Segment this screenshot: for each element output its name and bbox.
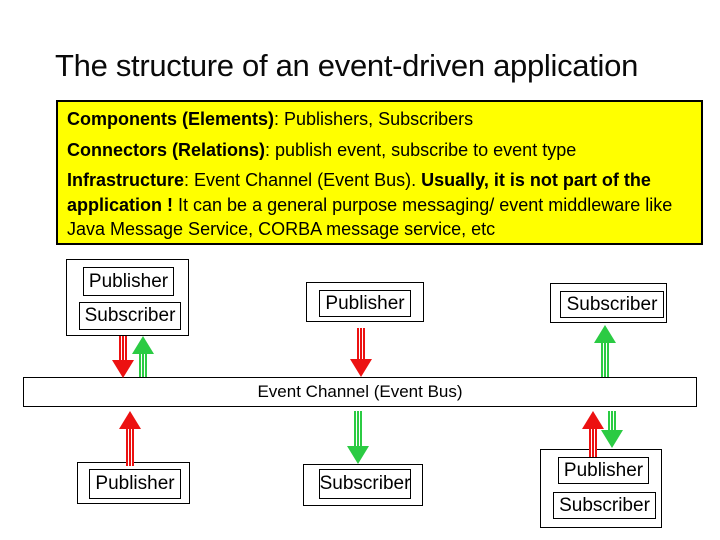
publisher-box: Publisher [89,469,181,499]
arrow-head-icon [594,325,616,343]
arrow-shaft [119,336,127,360]
infrastructure-description: : Event Channel (Event Bus). [184,170,422,190]
connectors-paragraph: Connectors (Relations): publish event, s… [67,138,692,163]
event-delivery-arrow-bottom-right [601,411,623,448]
arrow-head-icon [347,446,369,464]
infrastructure-paragraph: Infrastructure: Event Channel (Event Bus… [67,168,692,242]
component-group-bottom-left: Publisher [77,462,190,504]
arrow-shaft [139,354,147,377]
component-group-top-right: Subscriber [550,283,667,323]
components-description: : Publishers, Subscribers [274,109,474,129]
publish-event-arrow-bottom-left [119,411,141,466]
subscriber-box: Subscriber [319,469,411,499]
arrow-shaft [589,429,597,457]
publisher-box: Publisher [319,290,411,317]
event-delivery-arrow-top-left [132,336,154,377]
infrastructure-term: Infrastructure [67,170,185,190]
arrow-shaft [126,429,134,466]
publisher-box: Publisher [83,267,174,296]
publish-event-arrow-bottom-right [582,411,604,457]
component-group-bottom-right: Publisher Subscriber [540,449,662,528]
infrastructure-description-2: It can be a general purpose messaging/ e… [67,194,673,240]
page-title: The structure of an event-driven applica… [55,48,639,83]
arrow-head-icon [601,430,623,448]
subscriber-box: Subscriber [79,302,181,330]
publish-event-arrow-top-left [112,336,134,378]
publish-event-arrow-top-middle [350,328,372,377]
arrow-head-icon [112,360,134,378]
component-group-top-middle: Publisher [306,282,424,322]
components-paragraph: Components (Elements): Publishers, Subsc… [67,107,692,132]
publisher-box: Publisher [558,457,649,484]
arrow-shaft [354,411,362,446]
event-channel-bar: Event Channel (Event Bus) [23,377,697,407]
arrow-shaft [601,343,609,377]
subscriber-box: Subscriber [560,291,664,318]
connectors-term: Connectors (Relations) [67,139,266,160]
infrastructure-note: Usually, it is not part of the applicati… [67,170,651,215]
arrow-shaft [608,411,616,430]
arrow-shaft [357,328,365,359]
component-group-top-left: Publisher Subscriber [66,259,189,336]
components-term: Components (Elements) [67,109,275,129]
arrow-head-icon [132,336,154,354]
subscriber-box: Subscriber [553,492,656,519]
event-delivery-arrow-top-right [594,325,616,377]
arrow-head-icon [119,411,141,429]
arrow-head-icon [350,359,372,377]
event-delivery-arrow-bottom-middle [347,411,369,464]
definition-box: Components (Elements): Publishers, Subsc… [56,100,703,245]
component-group-bottom-middle: Subscriber [303,464,423,506]
connectors-description: : publish event, subscribe to event type [265,139,577,160]
